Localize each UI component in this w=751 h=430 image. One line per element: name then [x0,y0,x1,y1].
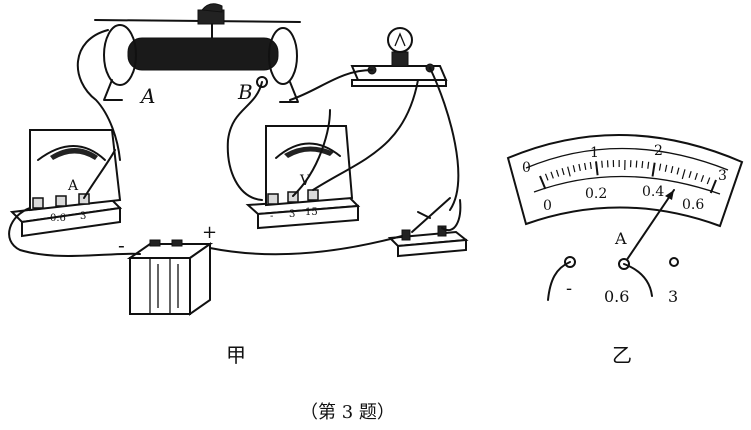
lower-scale-0: 0 [543,198,552,214]
dial-tick [670,166,674,174]
dial-tick [595,161,599,176]
switch [387,197,469,258]
ammeter-jia: A - 0.6 3 [9,129,123,238]
dial-tick [561,168,565,176]
terminal-3-post [669,257,679,267]
battery-minus-label: - [118,233,125,257]
ammeter-letter: A [67,178,79,194]
dial-tick [578,163,581,172]
rheostat-coil [127,37,279,71]
circuit-jia: A B A - 0.6 3 [8,3,469,367]
dial-tick [550,171,554,179]
voltmeter-jia: V - 3 15 [245,125,361,230]
dial-tick [709,179,717,194]
upper-scale-2: 2 [654,143,663,159]
dial-tick [583,162,587,170]
dial-terminal-06: 0.6 [604,287,629,306]
dial-frame [506,134,744,228]
ammeter-dial-yi: 0 1 2 3 0 0.2 0.4 0.6 A - 0.6 3 乙 [506,134,744,367]
lower-scale-02: 0.2 [585,186,607,202]
dial-tick [664,164,668,172]
dial-tick [688,170,692,179]
caption-yi: 乙 [612,343,632,367]
upper-scale-0: 0 [522,160,531,176]
dial-tick [539,175,547,190]
voltmeter-terminal-3: 3 [289,209,295,220]
battery: - + [118,222,217,316]
ammeter-terminal-3: 3 [80,211,86,222]
dial-tick [572,165,576,173]
dial-tick [544,173,549,181]
dial-tick [694,172,698,180]
battery-plus-label: + [202,222,217,243]
upper-scale-1: 1 [590,145,599,161]
rheostat-slider-knob [201,3,223,13]
ammeter-terminal-06: 0.6 [50,213,66,224]
dial-tick [676,167,680,175]
upper-scale-3: 3 [718,168,727,184]
lower-scale-04: 0.4 [642,184,664,200]
dial-letter: A [614,229,627,248]
rheostat-terminal-b-label: B [237,80,253,104]
dial-terminal-3: 3 [668,287,678,306]
caption-jia: 甲 [226,343,246,367]
dial-tick [658,163,662,171]
lower-scale-06: 0.6 [682,197,704,213]
rheostat-terminal-a-label: A [139,84,155,108]
dial-ticks [539,159,717,194]
dial-tick [700,175,705,183]
dial-tick [601,160,603,168]
dial-tick [681,169,686,180]
question-number-label: （第 3 题） [300,402,395,423]
dial-tick [635,160,638,168]
ammeter-terminal-minus: - [34,215,37,226]
sliding-rheostat: A B [94,3,301,108]
dial-terminal-minus: - [566,278,572,299]
dial-tick [641,161,644,169]
dial-tick [706,177,711,185]
dial-needle [623,189,675,265]
dial-tick [651,162,656,177]
wires [8,29,462,258]
voltmeter-terminal-15: 15 [305,207,318,218]
dial-tick [567,166,571,177]
dial-tick [555,169,560,177]
dial-tick [589,161,592,170]
dial-tick [647,161,650,169]
light-bulb [350,27,448,87]
voltmeter-terminal-minus: - [270,211,273,222]
